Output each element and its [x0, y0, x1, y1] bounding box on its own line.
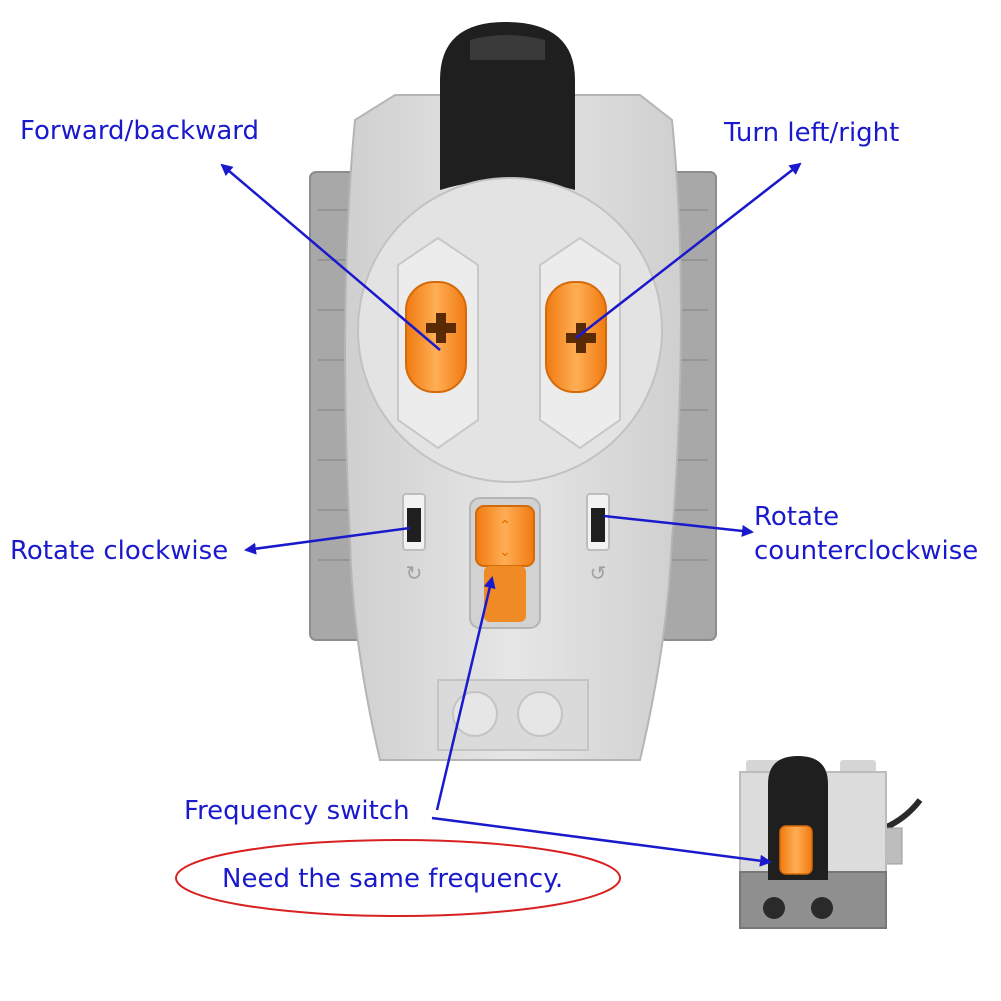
right-lever — [539, 236, 621, 450]
ir-window — [440, 22, 575, 190]
arrows — [220, 162, 802, 867]
arrow-forward-backward — [220, 163, 441, 351]
label-rotate-ccw-line2: counterclockwise — [754, 536, 979, 566]
arrow-frequency-switch-remote — [435, 576, 496, 811]
svg-text:↺: ↺ — [590, 561, 607, 585]
label-rotate-ccw-line1: Rotate — [754, 502, 840, 532]
note-same-frequency: Need the same frequency. — [222, 864, 564, 894]
label-turn-left-right: Turn left/right — [724, 118, 900, 148]
arrow-rotate-clockwise — [244, 526, 411, 555]
svg-text:⌃: ⌃ — [499, 518, 511, 534]
arrow-rotate-counterclockwise — [603, 514, 754, 537]
svg-text:↻: ↻ — [406, 561, 423, 585]
note-ellipse — [175, 839, 621, 917]
ir-window-highlight — [470, 35, 545, 60]
svg-text:⌄: ⌄ — [499, 544, 511, 560]
bottom-studs — [437, 679, 589, 751]
label-forward-backward: Forward/backward — [20, 116, 260, 146]
ir-receiver — [739, 756, 923, 929]
label-rotate-clockwise: Rotate clockwise — [10, 536, 229, 566]
label-frequency-switch: Frequency switch — [184, 796, 410, 826]
frequency-switch-remote: ⌃ ⌄ — [469, 497, 541, 629]
left-lever — [397, 236, 479, 450]
remote-control: ↻ ↺ ⌃ ⌄ — [309, 22, 717, 761]
left-direction-switch: ↻ — [402, 493, 426, 585]
right-direction-switch: ↺ — [586, 493, 610, 585]
arrow-frequency-switch-receiver — [431, 816, 772, 867]
arrow-turn-left-right — [575, 162, 802, 339]
